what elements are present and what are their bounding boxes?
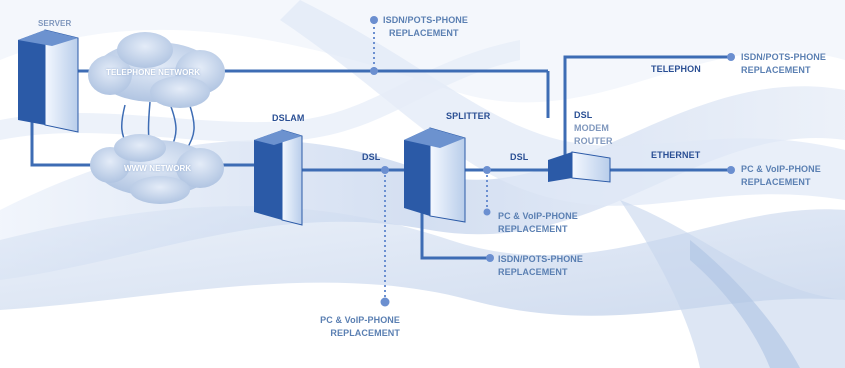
line-splitter-isdn (420, 205, 488, 260)
connection-dots (370, 16, 735, 307)
endpoint-line1: ISDN/POTS-PHONE (383, 15, 469, 25)
endpoint-line2: REPLACEMENT (741, 177, 811, 187)
www-network-label: WWW NETWORK (124, 164, 192, 173)
dsl-right-label: DSL (510, 152, 529, 162)
endpoint-line1: PC & VoIP-PHONE (741, 164, 821, 174)
endpoint-line2: REPLACEMENT (389, 28, 459, 38)
dotted-connectors (373, 22, 488, 300)
modem-label-line1: DSL (574, 110, 593, 120)
dslam-device (254, 129, 303, 226)
dsl-left-label: DSL (362, 152, 381, 162)
line-modem-telephon (563, 55, 728, 160)
endpoint-line2: REPLACEMENT (741, 65, 811, 75)
ethernet-label: ETHERNET (651, 150, 701, 160)
endpoint-line1: ISDN/POTS-PHONE (498, 254, 584, 264)
splitter-label: SPLITTER (446, 111, 491, 121)
telephon-label: TELEPHON (651, 64, 701, 74)
modem-label-line2: MODEM (574, 123, 609, 133)
telephone-network-cloud (88, 32, 225, 108)
endpoint-line2: REPLACEMENT (498, 224, 568, 234)
modem-label-line3: ROUTER (574, 136, 613, 146)
splitter-device (404, 127, 466, 223)
telephone-network-label: TELEPHONE NETWORK (106, 68, 201, 77)
line-server-www (30, 110, 110, 167)
endpoint-line1: ISDN/POTS-PHONE (741, 52, 827, 62)
www-network-cloud (90, 134, 224, 204)
dslam-label: DSLAM (272, 113, 305, 123)
endpoint-line1: PC & VoIP-PHONE (320, 315, 400, 325)
server-label: SERVER (38, 19, 72, 28)
endpoint-line2: REPLACEMENT (330, 328, 400, 338)
server-device (18, 29, 79, 133)
modem-device (548, 151, 611, 183)
endpoint-line1: PC & VoIP-PHONE (498, 211, 578, 221)
endpoint-line2: REPLACEMENT (498, 267, 568, 277)
